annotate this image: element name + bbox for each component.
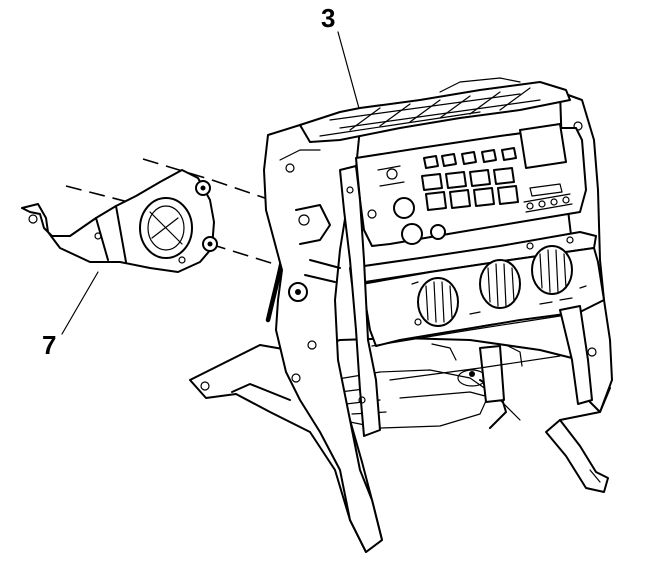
leader-line-7 — [61, 271, 99, 335]
leader-line-3 — [337, 31, 361, 113]
radio-bracket — [21, 169, 218, 273]
callout-label-7: 7 — [42, 330, 56, 360]
console-assembly — [189, 77, 613, 553]
callout-label-3: 3 — [321, 3, 335, 33]
